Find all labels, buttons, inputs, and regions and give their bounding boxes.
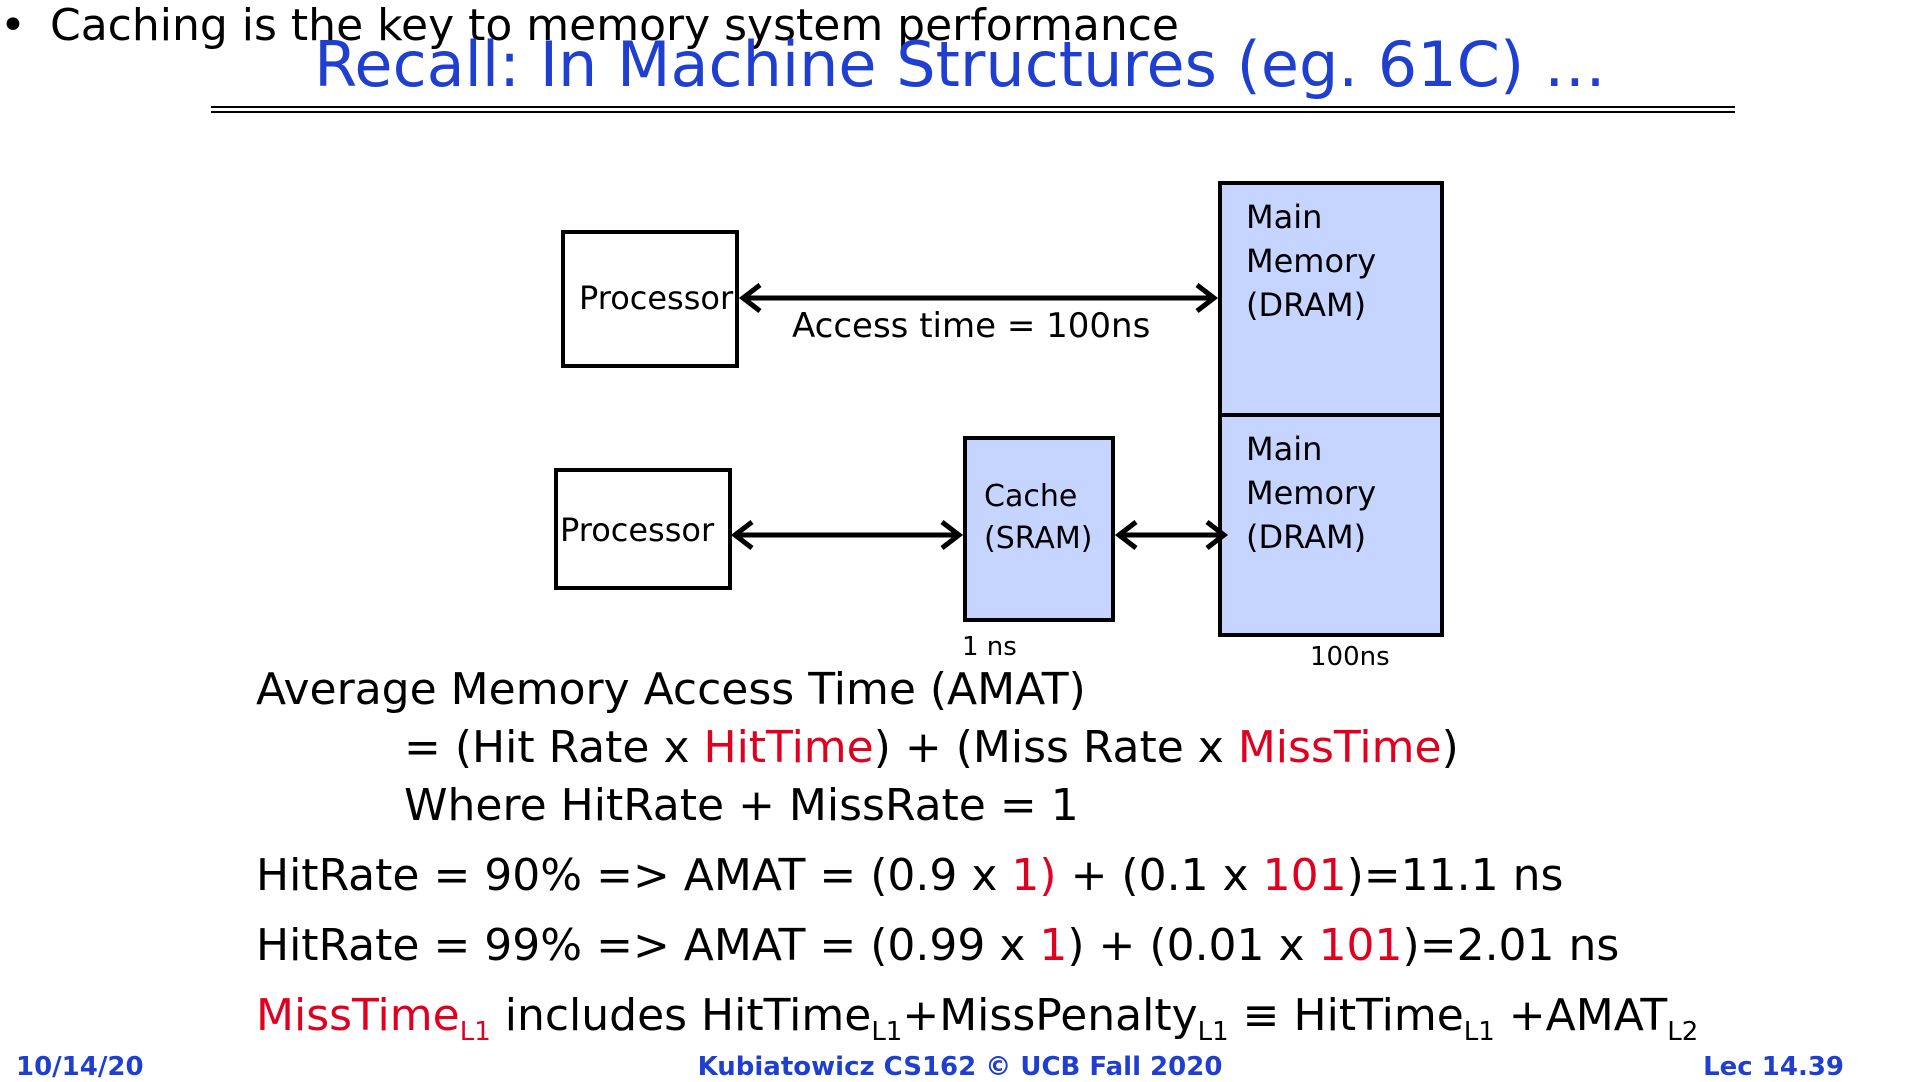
title-divider-bottom	[211, 111, 1735, 113]
amat-heading: Average Memory Access Time (AMAT)	[256, 664, 1086, 715]
amat-where: Where HitRate + MissRate = 1	[404, 780, 1079, 831]
cache-box: Cache (SRAM)	[963, 436, 1115, 622]
processor-box-1: Processor	[561, 230, 739, 368]
main-memory-box-2: Main Memory (DRAM)	[1218, 413, 1444, 637]
arrow-processor-memory	[738, 283, 1219, 313]
misstime-line: MissTimeL1 includes HitTimeL1+MissPenalt…	[256, 990, 1699, 1047]
access-time-label: Access time = 100ns	[792, 306, 1151, 346]
memory-time-label: 100ns	[1310, 642, 1390, 672]
amat-example-99: HitRate = 99% => AMAT = (0.99 x 1) + (0.…	[256, 920, 1620, 971]
arrow-processor-cache	[730, 520, 964, 550]
bullet-dot: •	[0, 0, 26, 51]
main-memory-label-1: Main Memory (DRAM)	[1246, 198, 1377, 324]
processor-box-2: Processor	[554, 468, 732, 590]
main-memory-box-1: Main Memory (DRAM)	[1218, 181, 1444, 417]
processor-label-2: Processor	[560, 511, 715, 549]
footer-date: 10/14/20	[16, 1052, 144, 1082]
arrow-cache-memory	[1114, 520, 1229, 550]
title-divider-top	[211, 106, 1735, 108]
amat-example-90: HitRate = 90% => AMAT = (0.9 x 1) + (0.1…	[256, 850, 1564, 901]
amat-formula: = (Hit Rate x HitTime) + (Miss Rate x Mi…	[404, 722, 1459, 773]
processor-label-1: Processor	[579, 279, 734, 317]
slide-title: Recall: In Machine Structures (eg. 61C) …	[314, 28, 1606, 101]
main-memory-label-2: Main Memory (DRAM)	[1246, 430, 1377, 556]
footer-lecture-number: Lec 14.39	[1703, 1052, 1844, 1082]
cache-label: Cache (SRAM)	[984, 479, 1093, 556]
footer-course: Kubiatowicz CS162 © UCB Fall 2020	[697, 1052, 1223, 1082]
cache-time-label: 1 ns	[962, 632, 1017, 662]
bullet-caching: •Caching is the key to memory system per…	[0, 0, 1179, 51]
